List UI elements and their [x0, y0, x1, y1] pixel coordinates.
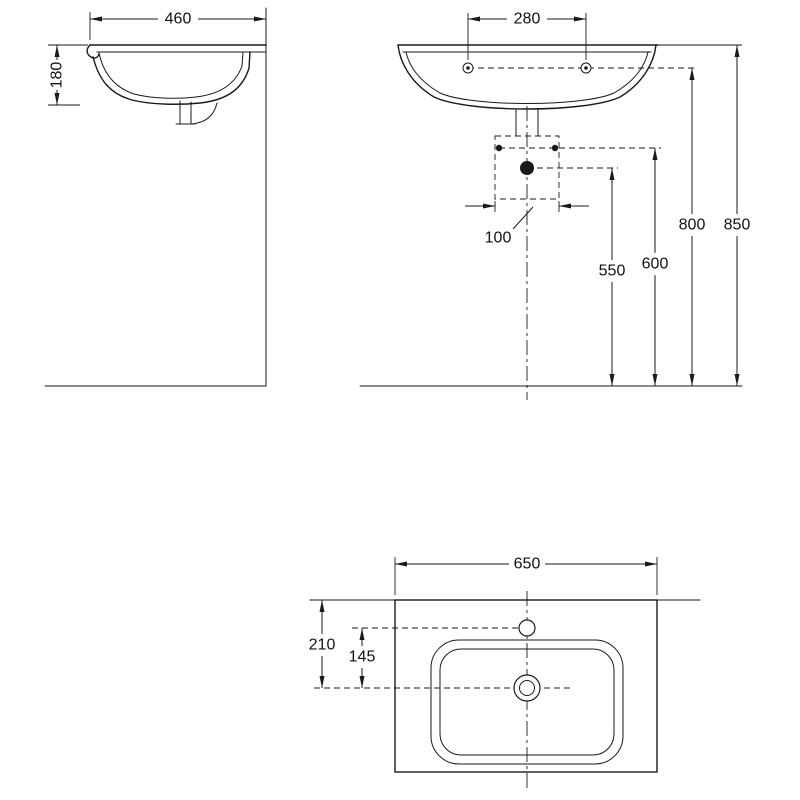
basin-underside-outer — [92, 51, 251, 105]
dimension-drain-setback: 210 — [309, 600, 336, 688]
bowl-outer-outline — [430, 639, 624, 765]
basin-outer-outline — [397, 44, 657, 110]
dimension-label-100: 100 — [485, 230, 512, 247]
plan-view: 650 210 145 — [309, 556, 701, 789]
dimension-label-280: 280 — [514, 11, 541, 28]
dimension-side-width: 460 — [89, 11, 266, 40]
fixing-hole-left-dot — [466, 66, 470, 70]
side-view: 460 180 — [44, 7, 267, 387]
dimension-label-460: 460 — [165, 11, 192, 28]
bracket-dot-right — [551, 144, 559, 152]
dimension-label-210: 210 — [309, 637, 336, 654]
dimension-rim-height: 850 — [724, 45, 751, 386]
trap-hook-curve — [190, 102, 218, 125]
concealed-trap-dashed-box — [494, 135, 560, 200]
dimension-outlet-width: 100 — [465, 201, 589, 247]
dimension-outlet-height: 550 — [599, 168, 626, 386]
basin-inner-outline — [405, 51, 649, 104]
dimension-hole-spacing: 280 — [467, 11, 587, 60]
front-view: 280 100 550 600 800 — [359, 11, 751, 400]
fixing-hole-right-dot — [584, 66, 588, 70]
dimension-label-180: 180 — [49, 62, 66, 89]
dimension-fixing-holes-height: 800 — [679, 68, 706, 386]
dimension-tap-to-drain: 145 — [349, 628, 376, 688]
basin-front-lip — [86, 44, 100, 59]
dimension-label-850: 850 — [724, 217, 751, 234]
dimension-bracket-height: 600 — [642, 148, 669, 386]
dimension-label-800: 800 — [679, 217, 706, 234]
bracket-dot-left — [495, 144, 503, 152]
dimension-side-depth: 180 — [48, 44, 88, 106]
basin-underside-inner — [98, 51, 244, 99]
waste-outlet-dot — [520, 161, 534, 175]
basin-outer-rect — [394, 599, 658, 773]
dimension-label-650: 650 — [514, 556, 541, 573]
bowl-inner-outline — [439, 648, 615, 756]
dimension-label-600: 600 — [642, 256, 669, 273]
dimension-label-550: 550 — [599, 263, 626, 280]
drain-inner-ring — [519, 680, 535, 696]
leader-line — [512, 206, 534, 230]
dimension-plan-width: 650 — [394, 556, 658, 595]
dimension-label-145: 145 — [349, 649, 376, 666]
tap-hole — [518, 619, 536, 637]
